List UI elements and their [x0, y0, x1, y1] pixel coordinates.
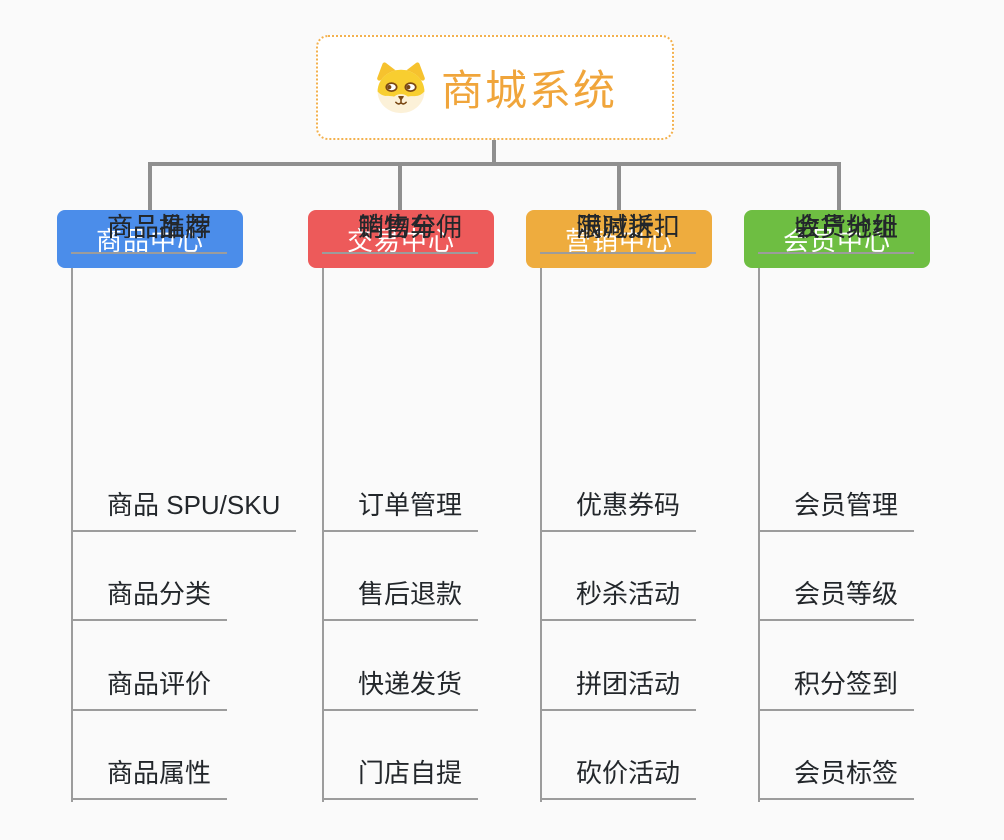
leaf-node[interactable]: 商品分类: [71, 577, 228, 621]
branch-header-trade[interactable]: 交易中心: [308, 210, 494, 268]
leaf-node[interactable]: 会员等级: [758, 577, 915, 621]
branch-header-member[interactable]: 会员中心: [744, 210, 930, 268]
branch-member-center: 会员中心 会员管理 会员等级 积分签到 会员标签 会员分组 收货地址: [744, 210, 989, 820]
connector-horizontal-bus: [148, 162, 841, 166]
leaf-node[interactable]: 秒杀活动: [540, 577, 697, 621]
branch-marketing-center: 营销中心 优惠券码 秒杀活动 拼团活动 砍价活动 限时折扣 满减送: [526, 210, 771, 820]
root-node[interactable]: 商城系统: [316, 35, 674, 140]
connector-drop-trade: [398, 162, 402, 210]
branch-trade-center: 交易中心 订单管理 售后退款 快递发货 门店自提 购物车 销售分佣: [308, 210, 553, 820]
leaf-node[interactable]: 收货地址: [758, 210, 915, 254]
leaf-node[interactable]: 砍价活动: [540, 756, 697, 800]
leaf-node[interactable]: 商品品牌: [71, 210, 228, 254]
connector-drop-member: [837, 162, 841, 210]
leaf-node[interactable]: 订单管理: [322, 488, 479, 532]
leaf-node[interactable]: 商品评价: [71, 667, 228, 711]
leaf-node[interactable]: 门店自提: [322, 756, 479, 800]
connector-root-vertical: [492, 140, 496, 164]
branch-product-center: 商品中心 商品 SPU/SKU 商品分类 商品评价 商品属性 商品推荐 商品品牌: [57, 210, 302, 820]
leaf-node[interactable]: 满减送: [540, 210, 671, 254]
leaf-node[interactable]: 商品属性: [71, 756, 228, 800]
branch-trunk-line: [540, 268, 542, 802]
leaf-node[interactable]: 拼团活动: [540, 667, 697, 711]
branch-trunk-line: [71, 268, 73, 802]
leaf-node[interactable]: 会员管理: [758, 488, 915, 532]
leaf-node[interactable]: 售后退款: [322, 577, 479, 621]
leaf-node[interactable]: 快递发货: [322, 667, 479, 711]
branch-trunk-line: [758, 268, 760, 802]
connector-drop-product: [148, 162, 152, 210]
leaf-node[interactable]: 会员标签: [758, 756, 915, 800]
leaf-node[interactable]: 销售分佣: [322, 210, 479, 254]
leaf-node[interactable]: 优惠券码: [540, 488, 697, 532]
branch-header-product[interactable]: 商品中心: [57, 210, 243, 268]
dog-face-icon: [373, 61, 429, 114]
root-title: 商城系统: [440, 67, 617, 114]
leaf-node[interactable]: 商品 SPU/SKU: [71, 488, 297, 532]
branch-trunk-line: [322, 268, 324, 802]
branch-header-marketing[interactable]: 营销中心: [526, 210, 712, 268]
leaf-node[interactable]: 积分签到: [758, 667, 915, 711]
connector-drop-marketing: [617, 162, 621, 210]
